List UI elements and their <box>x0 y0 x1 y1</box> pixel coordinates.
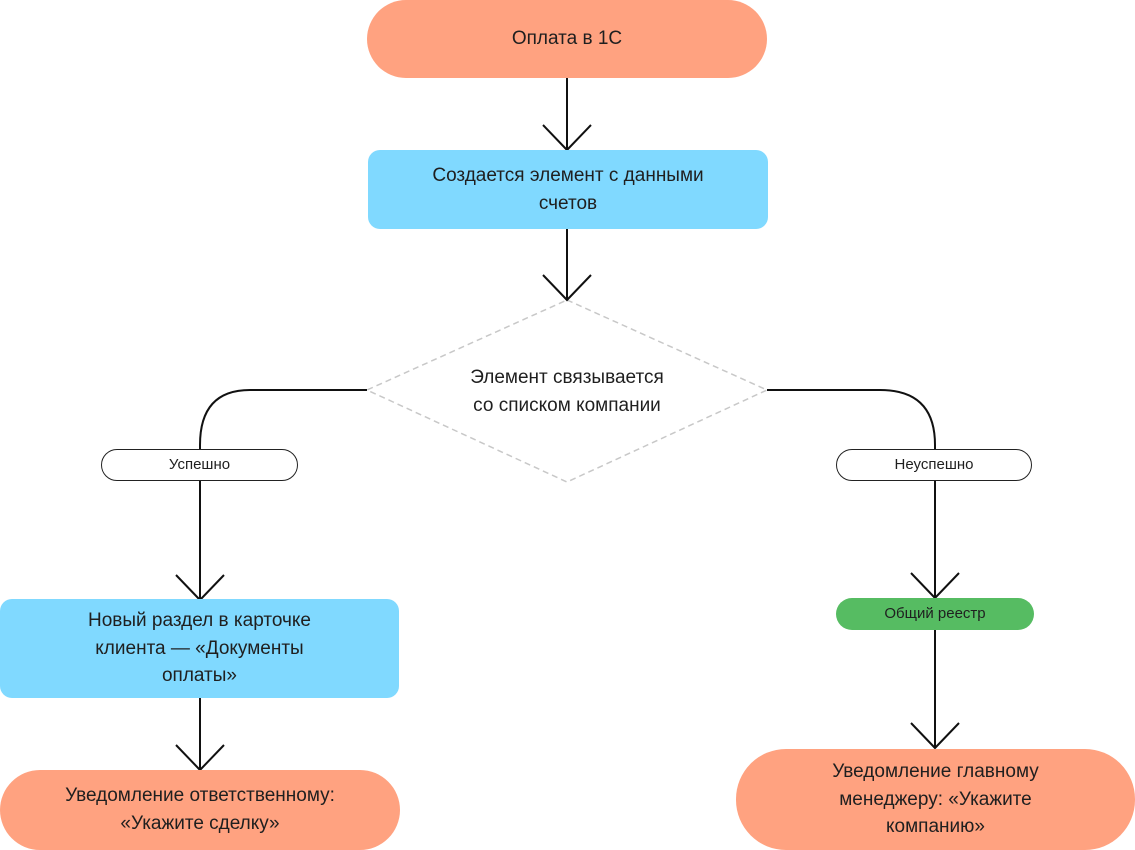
create-element-label: Создается элемент с данными счетов <box>432 164 704 214</box>
connector-decision-to-success <box>199 389 367 450</box>
start-node: Оплата в 1С <box>367 0 767 78</box>
arrowhead-notify-manager <box>910 722 960 750</box>
new-section-label: Новый раздел в карточке клиента — «Докум… <box>88 610 311 687</box>
connector-decision-to-failure <box>767 389 936 450</box>
decision-node: Элемент связывается со списком компании <box>417 352 717 432</box>
failure-label-text: Неуспешно <box>894 456 974 474</box>
general-registry-node: Общий реестр <box>836 598 1034 630</box>
success-label-text: Успешно <box>168 456 231 474</box>
new-section-node: Новый раздел в карточке клиента — «Докум… <box>0 599 399 698</box>
failure-label: Неуспешно <box>836 449 1032 481</box>
start-node-label: Оплата в 1С <box>511 28 623 50</box>
notify-responsible-label: Уведомление ответственному: «Укажите сде… <box>65 785 335 834</box>
notify-manager-node: Уведомление главному менеджеру: «Укажите… <box>736 749 1135 850</box>
success-label: Успешно <box>101 449 298 481</box>
notify-manager-label: Уведомление главному менеджеру: «Укажите… <box>832 761 1039 838</box>
arrowhead-decision <box>542 274 592 302</box>
create-element-node: Создается элемент с данными счетов <box>368 150 768 229</box>
decision-diamond <box>365 299 769 483</box>
decision-label: Элемент связывается со списком компании <box>470 367 664 416</box>
general-registry-label: Общий реестр <box>884 605 986 623</box>
notify-responsible-node: Уведомление ответственному: «Укажите сде… <box>0 770 400 850</box>
